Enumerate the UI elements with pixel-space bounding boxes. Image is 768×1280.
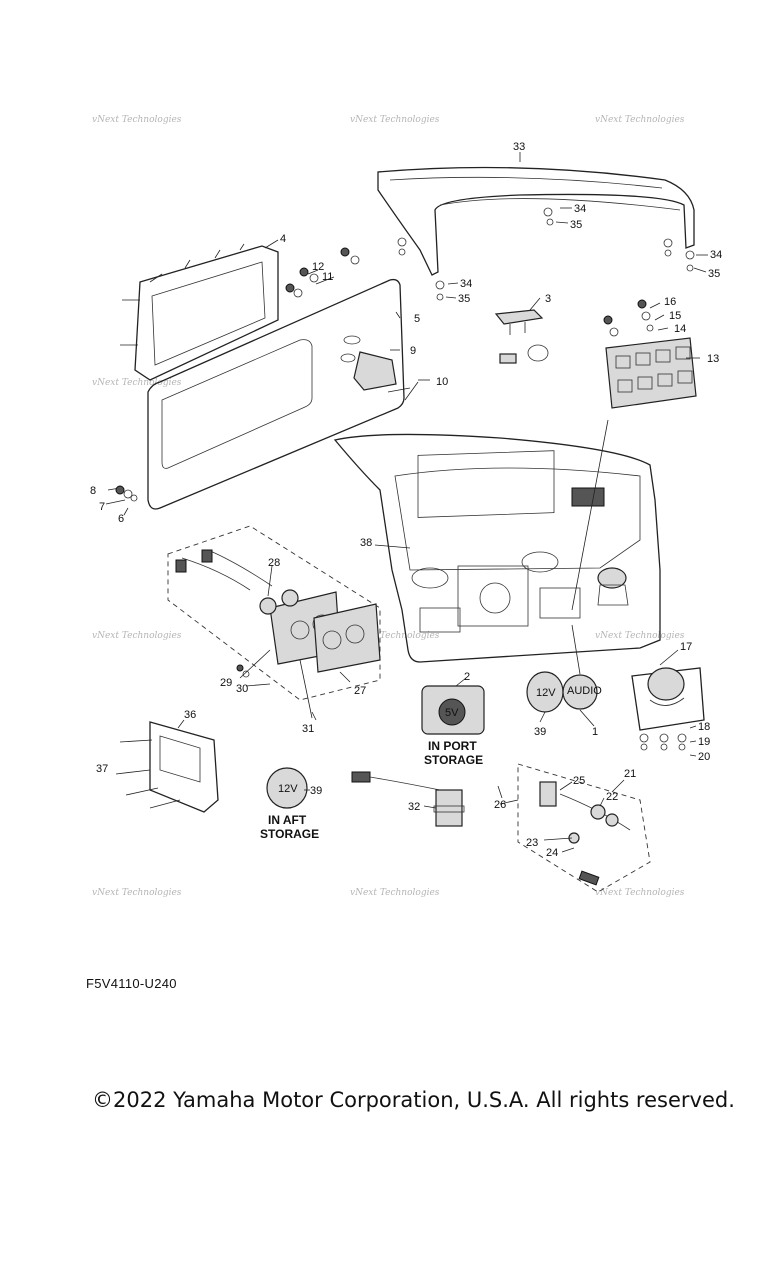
callout-18: 18 (698, 721, 710, 733)
callout-12: 12 (312, 261, 324, 273)
callout-7: 7 (99, 501, 105, 513)
callout-16: 16 (664, 296, 676, 308)
callout-36: 36 (184, 709, 196, 721)
label-5v: 5V (445, 707, 459, 719)
display-frame-4 (120, 243, 279, 381)
label-12v: 12V (536, 687, 556, 699)
callout-26: 26 (494, 799, 506, 811)
callout-4: 4 (280, 233, 286, 245)
callout-5: 5 (414, 313, 420, 325)
module-36 (115, 721, 219, 813)
watermark: vNext Technologies (92, 631, 182, 641)
in-port-storage-label: STORAGE (424, 753, 483, 767)
callout-9: 9 (410, 345, 416, 357)
socket-39: 12V (526, 671, 564, 713)
callout-21: 21 (624, 768, 636, 780)
audio-1: AUDIO (562, 674, 602, 710)
callout-8: 8 (90, 485, 96, 497)
callout-37: 37 (96, 763, 108, 775)
copyright-notice: ©2022 Yamaha Motor Corporation, U.S.A. A… (92, 1088, 735, 1112)
callout-34: 34 (574, 203, 586, 215)
callout-24: 24 (546, 847, 558, 859)
callout-25: 25 (573, 775, 585, 787)
in-port-label: IN PORT (428, 739, 477, 753)
callout-2: 2 (464, 671, 470, 683)
callout-35: 35 (570, 219, 582, 231)
callout-10: 10 (436, 376, 448, 388)
joystick-17 (631, 667, 705, 751)
callout-32: 32 (408, 801, 420, 813)
in-aft-label: IN AFT (268, 813, 307, 827)
label-audio: AUDIO (567, 685, 602, 697)
callout-13: 13 (707, 353, 719, 365)
callout-30: 30 (236, 683, 248, 695)
storage-labels: IN PORT STORAGE IN AFT STORAGE (260, 739, 483, 841)
top-cover-33 (377, 166, 695, 276)
callout-15: 15 (669, 310, 681, 322)
callout-19: 19 (698, 736, 710, 748)
switch-assembly-27 (167, 525, 381, 701)
light-3 (494, 309, 549, 364)
bracket-9 (340, 335, 419, 401)
callout-20: 20 (698, 751, 710, 763)
watermarks: vNext Technologies vNext Technologies vN… (92, 115, 685, 898)
callout-11: 11 (322, 271, 333, 283)
watermark: vNext Technologies (92, 378, 182, 388)
switch-panel-13 (605, 337, 697, 409)
callout-39: 39 (534, 726, 546, 738)
watermark: vNext Technologies (350, 631, 440, 641)
callout-23: 23 (526, 837, 538, 849)
callout-3: 3 (545, 293, 551, 305)
in-aft-storage-label: STORAGE (260, 827, 319, 841)
leader-lines (105, 152, 708, 853)
watermark: vNext Technologies (595, 115, 685, 125)
harness-32 (351, 771, 465, 827)
port-socket-2: 5V (421, 685, 485, 735)
hardware (115, 247, 654, 799)
callout-numbers: 1 2 3 4 5 6 7 8 9 10 11 12 13 14 15 16 1… (90, 141, 722, 859)
watermark: vNext Technologies (92, 888, 182, 898)
watermark: vNext Technologies (350, 888, 440, 898)
diagram-code: F5V4110-U240 (86, 976, 177, 991)
callout-22: 22 (606, 791, 618, 803)
callout-28: 28 (268, 557, 280, 569)
callout-29: 29 (220, 677, 232, 689)
watermark: vNext Technologies (595, 631, 685, 641)
callout-38: 38 (360, 537, 372, 549)
callout-33: 33 (513, 141, 525, 153)
callout-34: 34 (710, 249, 722, 261)
callout-6: 6 (118, 513, 124, 525)
callout-31: 31 (302, 723, 314, 735)
callout-35: 35 (708, 268, 720, 280)
display-panel-5 (147, 278, 405, 510)
callout-34: 34 (460, 278, 472, 290)
callout-1: 1 (592, 726, 598, 738)
callout-39: 39 (310, 785, 322, 797)
callout-17: 17 (680, 641, 692, 653)
harness-group-21 (517, 763, 651, 893)
watermark: vNext Technologies (92, 115, 182, 125)
callout-27: 27 (354, 685, 366, 697)
callout-14: 14 (674, 323, 686, 335)
watermark: vNext Technologies (350, 115, 440, 125)
watermark: vNext Technologies (595, 888, 685, 898)
callout-35: 35 (458, 293, 470, 305)
label-12v-aft: 12V (278, 783, 298, 795)
aft-socket-39: 12V (266, 767, 308, 809)
console (333, 433, 661, 663)
